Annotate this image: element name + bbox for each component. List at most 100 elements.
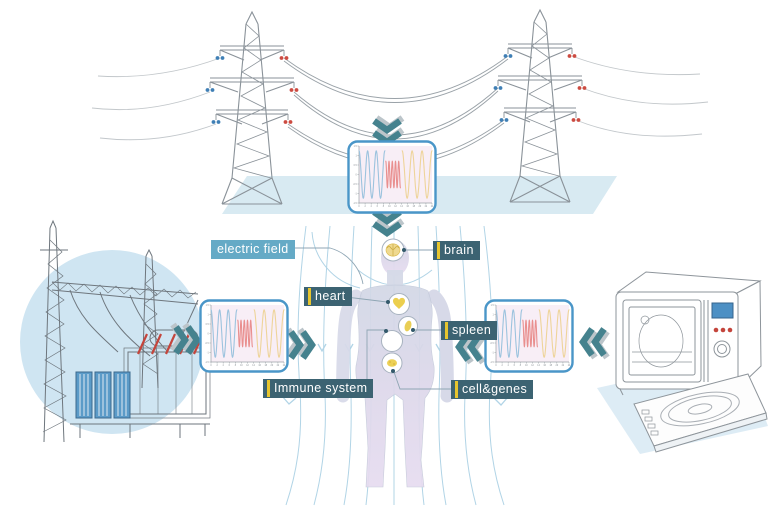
connector-electric-field — [282, 247, 364, 285]
svg-text:-1.5: -1.5 — [353, 203, 358, 205]
svg-text:18: 18 — [412, 206, 415, 208]
svg-text:8: 8 — [235, 365, 237, 367]
neck — [387, 270, 403, 286]
spleen-icon — [404, 320, 412, 332]
radiator-panels — [75, 371, 131, 419]
microwave-oven-illustration — [615, 271, 762, 396]
svg-text:4: 4 — [371, 206, 373, 208]
connector-dots — [384, 248, 415, 373]
substation-illustration — [20, 219, 211, 443]
svg-text:6: 6 — [514, 365, 516, 367]
label-heart: heart — [304, 287, 352, 306]
label-spleen-text: spleen — [452, 323, 492, 337]
svg-text:-0.5: -0.5 — [205, 343, 210, 345]
transmission-tower-right — [493, 9, 587, 203]
svg-text:1: 1 — [493, 314, 495, 316]
svg-text:8: 8 — [520, 365, 522, 367]
svg-text:14: 14 — [252, 365, 255, 367]
svg-text:2: 2 — [216, 365, 218, 367]
svg-text:22: 22 — [277, 365, 280, 367]
accent-bar — [455, 381, 458, 398]
svg-text:0: 0 — [356, 174, 358, 176]
cell-icon — [387, 359, 397, 367]
label-cell-genes-text: cell&genes — [462, 382, 528, 396]
svg-text:-1: -1 — [492, 352, 495, 354]
induction-cooktop-illustration — [633, 373, 768, 453]
svg-text:4: 4 — [508, 365, 510, 367]
organ-circle-immune-system — [381, 330, 403, 352]
cooktop-ring — [660, 391, 740, 427]
label-brain-text: brain — [444, 243, 474, 257]
svg-text:-1.5: -1.5 — [205, 362, 210, 364]
svg-text:1: 1 — [208, 314, 210, 316]
svg-text:20: 20 — [556, 365, 559, 367]
svg-text:0: 0 — [358, 206, 360, 208]
microwave-display — [711, 302, 734, 319]
svg-text:-1.5: -1.5 — [490, 362, 495, 364]
svg-text:0: 0 — [208, 333, 210, 335]
microwave-buttons — [713, 327, 733, 333]
label-immune-system: Immune system — [263, 379, 374, 398]
svg-text:2: 2 — [364, 206, 366, 208]
cooktop-controls — [641, 409, 659, 436]
svg-text:0.5: 0.5 — [206, 324, 210, 326]
svg-text:8: 8 — [383, 206, 385, 208]
label-electric-field: electric field — [211, 240, 295, 259]
accent-bar — [437, 242, 440, 259]
label-immune-system-text: Immune system — [274, 381, 368, 395]
svg-text:-1: -1 — [207, 352, 210, 354]
connector-cell-genes — [393, 371, 451, 390]
transmission-tower-left — [205, 11, 299, 205]
svg-text:24: 24 — [568, 365, 571, 367]
label-heart-text: heart — [315, 289, 346, 303]
accent-bar — [267, 380, 270, 397]
svg-text:1.5: 1.5 — [206, 305, 210, 307]
svg-text:22: 22 — [562, 365, 565, 367]
svg-text:0.5: 0.5 — [354, 165, 358, 167]
svg-text:10: 10 — [240, 365, 243, 367]
svg-text:16: 16 — [406, 206, 409, 208]
accent-bar — [308, 288, 311, 305]
svg-text:2: 2 — [501, 365, 503, 367]
microwave-knob — [713, 340, 731, 358]
svg-text:10: 10 — [525, 365, 528, 367]
svg-text:12: 12 — [246, 365, 249, 367]
svg-text:14: 14 — [537, 365, 540, 367]
svg-text:6: 6 — [377, 206, 379, 208]
svg-text:16: 16 — [543, 365, 546, 367]
svg-text:-0.5: -0.5 — [353, 184, 358, 186]
svg-text:-0.5: -0.5 — [490, 343, 495, 345]
connector-heart — [345, 296, 388, 303]
svg-text:12: 12 — [394, 206, 397, 208]
svg-text:20: 20 — [419, 206, 422, 208]
label-brain: brain — [433, 241, 480, 260]
svg-text:0: 0 — [495, 365, 497, 367]
svg-text:1.5: 1.5 — [491, 305, 495, 307]
svg-text:18: 18 — [549, 365, 552, 367]
torso-and-legs — [355, 284, 435, 488]
svg-text:0: 0 — [210, 365, 212, 367]
heart-icon — [393, 297, 405, 309]
arm-right — [427, 289, 454, 403]
svg-text:12: 12 — [531, 365, 534, 367]
svg-text:6: 6 — [229, 365, 231, 367]
svg-text:4: 4 — [223, 365, 225, 367]
label-cell-genes: cell&genes — [451, 380, 534, 399]
svg-text:24: 24 — [431, 206, 434, 208]
svg-text:1: 1 — [356, 155, 358, 157]
svg-text:24: 24 — [283, 365, 286, 367]
accent-bar — [445, 322, 448, 339]
svg-text:10: 10 — [388, 206, 391, 208]
svg-text:1.5: 1.5 — [354, 146, 358, 148]
microwave-door — [622, 299, 702, 383]
label-spleen: spleen — [441, 321, 498, 340]
double-chevron-left-icon-2 — [583, 329, 607, 358]
svg-text:14: 14 — [400, 206, 403, 208]
label-electric-field-text: electric field — [217, 242, 289, 256]
svg-text:22: 22 — [425, 206, 428, 208]
